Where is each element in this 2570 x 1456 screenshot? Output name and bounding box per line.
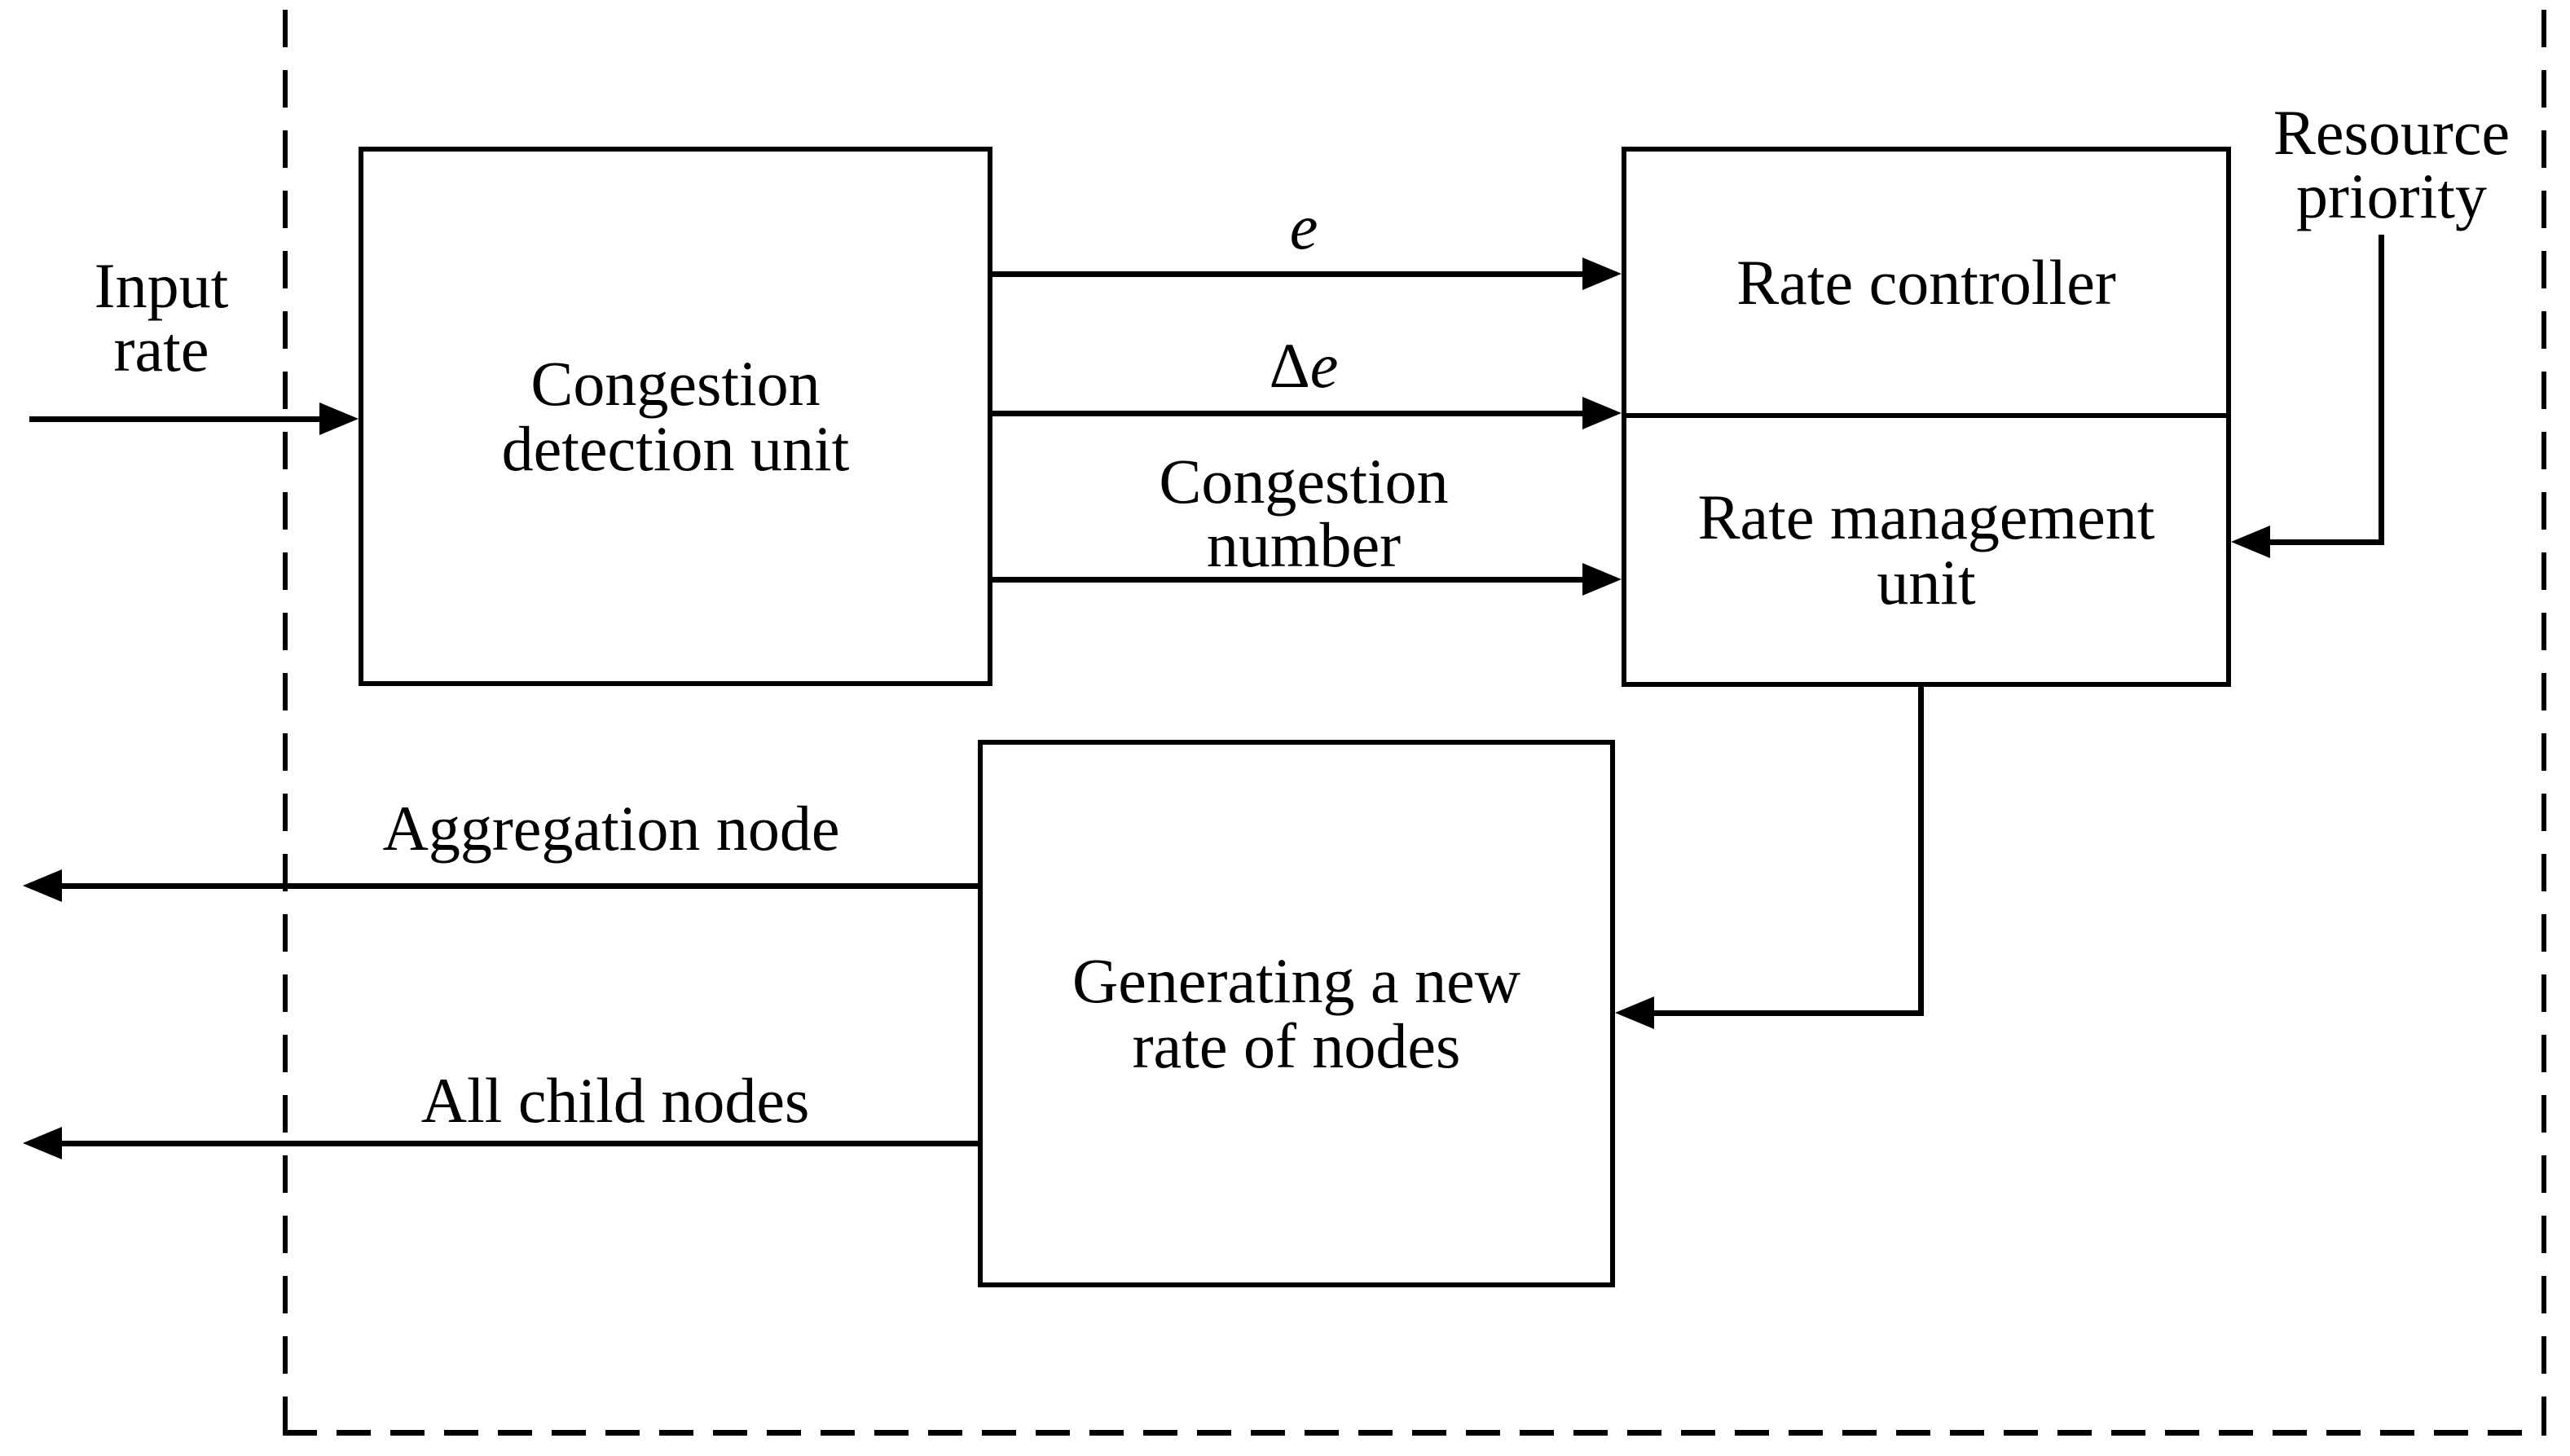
aggregation-node-arrow-line bbox=[60, 883, 978, 889]
e-arrow-head bbox=[1582, 257, 1622, 290]
rate-management-to-generating-arrow-head bbox=[1615, 996, 1654, 1029]
resource-priority-line-vertical bbox=[2379, 235, 2384, 545]
box-rate-management-unit-label: Rate management unit bbox=[1697, 482, 2155, 618]
resource-priority-label: Resource priority bbox=[2273, 97, 2511, 231]
all-child-nodes-label: All child nodes bbox=[420, 1065, 810, 1136]
congestion-number-arrow-head bbox=[1582, 563, 1622, 596]
dashed-border-right bbox=[2541, 10, 2546, 1436]
dashed-border-left bbox=[283, 10, 288, 1436]
box-rate-controller-label: Rate controller bbox=[1736, 246, 2116, 318]
all-child-nodes-arrow-head bbox=[23, 1127, 62, 1159]
delta-symbol: Δ bbox=[1269, 330, 1310, 401]
e-arrow-line bbox=[990, 271, 1585, 277]
box-rate-management-unit: Rate management unit bbox=[1622, 413, 2231, 687]
resource-priority-arrow-head bbox=[2231, 526, 2270, 558]
congestion-number-arrow-line bbox=[990, 577, 1585, 583]
delta-e-label: Δe bbox=[1206, 334, 1402, 398]
delta-e-arrow-line bbox=[990, 411, 1585, 416]
aggregation-node-arrow-head bbox=[23, 869, 62, 902]
input-rate-arrow-head bbox=[319, 402, 359, 435]
box-rate-controller: Rate controller bbox=[1622, 147, 2231, 418]
e-symbol: e bbox=[1289, 191, 1318, 262]
box-congestion-detection-unit-label: Congestion detection unit bbox=[501, 348, 850, 484]
delta-e-arrow-head bbox=[1582, 397, 1622, 429]
all-child-nodes-arrow-line bbox=[60, 1141, 978, 1146]
rate-management-to-generating-line-vertical bbox=[1918, 687, 1924, 1016]
box-generating-new-rate-label: Generating a new rate of nodes bbox=[1072, 945, 1521, 1081]
congestion-number-label: Congestion number bbox=[1159, 446, 1449, 580]
box-generating-new-rate: Generating a new rate of nodes bbox=[978, 740, 1615, 1287]
input-rate-label: Input rate bbox=[94, 250, 229, 385]
rate-management-to-generating-line-horizontal bbox=[1652, 1010, 1924, 1016]
e-label: e bbox=[1206, 196, 1402, 259]
delta-e-symbol: e bbox=[1309, 330, 1339, 401]
dashed-border-bottom bbox=[283, 1430, 2546, 1436]
box-congestion-detection-unit: Congestion detection unit bbox=[359, 147, 992, 686]
input-rate-arrow-line bbox=[29, 416, 323, 422]
aggregation-node-label: Aggregation node bbox=[382, 793, 840, 864]
resource-priority-line-horizontal bbox=[2269, 539, 2384, 545]
